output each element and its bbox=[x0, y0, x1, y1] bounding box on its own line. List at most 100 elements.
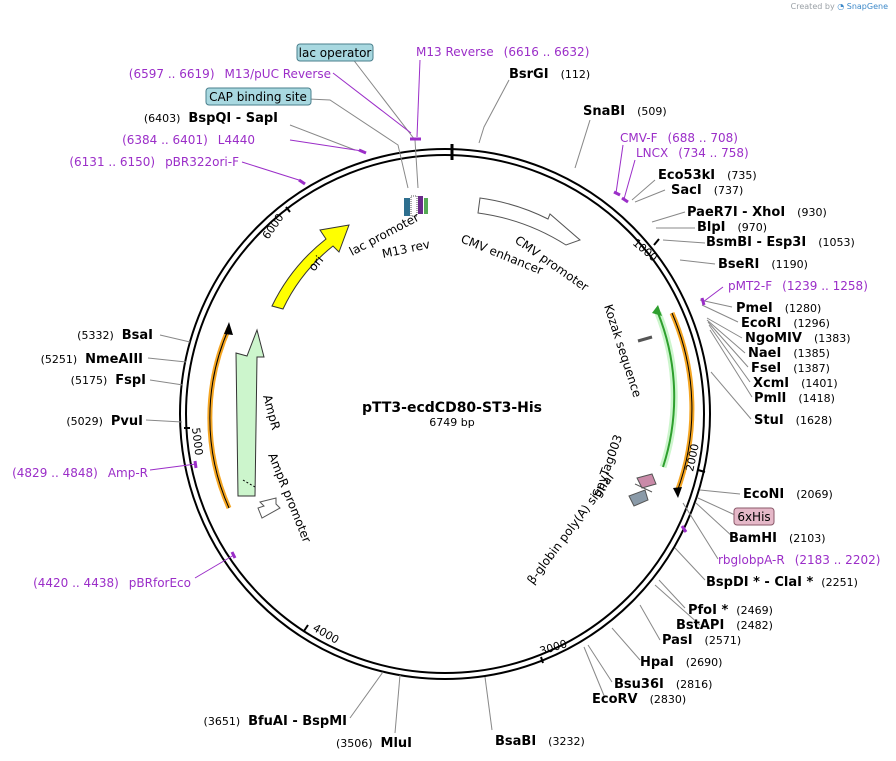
site-bsu36i: Bsu36I(2816) bbox=[614, 677, 712, 692]
site-beseri: BseRI(1190) bbox=[718, 257, 808, 272]
site-naei: NaeI(1385) bbox=[748, 346, 830, 361]
site-pvui: (5029)PvuI bbox=[66, 414, 143, 429]
site-nmeaiii: (5251)NmeAIII bbox=[41, 352, 143, 367]
primer-m13-reverse: M13 Reverse(6616 .. 6632) bbox=[416, 45, 589, 59]
ampr-arrow bbox=[235, 328, 265, 497]
primer-pmt2-f: pMT2-F(1239 .. 1258) bbox=[728, 279, 868, 293]
site-pmei: PmeI(1280) bbox=[736, 301, 821, 316]
site-bsai: (5332)BsaI bbox=[77, 328, 153, 343]
tick-2000-mark bbox=[697, 469, 706, 473]
site-mlui: (3506)MluI bbox=[336, 736, 412, 751]
leader-nmeaiii bbox=[147, 357, 187, 363]
leader-bsabi bbox=[484, 676, 493, 731]
leader-fsei bbox=[707, 321, 749, 368]
leader-pvui bbox=[145, 419, 183, 423]
primer-mark-ampr bbox=[193, 460, 198, 469]
tick-6000-mark bbox=[285, 206, 291, 213]
leader-ecori bbox=[701, 304, 739, 323]
site-clai: BspDI * - ClaI *(2251) bbox=[706, 575, 858, 590]
leader-eco53ki bbox=[631, 179, 656, 201]
leader-fspi bbox=[149, 379, 184, 386]
lac-operator-box bbox=[296, 43, 374, 62]
site-pmli: PmlI(1418) bbox=[754, 391, 835, 406]
primer-lncx: LNCX(734 .. 758) bbox=[636, 146, 749, 160]
leader-bfuai bbox=[349, 671, 384, 719]
leader-bstapi bbox=[654, 584, 701, 626]
snapgene-logo-icon: ◔ bbox=[837, 2, 845, 11]
tick-4000: 4000 bbox=[311, 621, 342, 646]
leader-m13reverse bbox=[416, 59, 421, 138]
site-ecorv: EcoRV(2830) bbox=[592, 692, 686, 707]
primer-l4440: (6384 .. 6401)L4440 bbox=[122, 133, 255, 147]
lac-operator-marker bbox=[410, 195, 418, 217]
leader-lncx bbox=[623, 159, 636, 200]
leader-pmei bbox=[699, 299, 733, 308]
leader-bsai bbox=[159, 334, 191, 343]
site-bsmbi: BsmBI - Esp3I(1053) bbox=[706, 235, 855, 250]
site-bamhi: BamHI(2103) bbox=[729, 531, 826, 546]
primer-leader-lines bbox=[149, 59, 724, 579]
snapgene-credit: Created by ◔ SnapGene bbox=[791, 2, 888, 11]
lac-promoter-marker bbox=[404, 198, 410, 216]
site-hpai: HpaI(2690) bbox=[640, 655, 722, 670]
site-pfoi: PfoI *(2469) bbox=[688, 603, 773, 618]
cds-green-feature bbox=[657, 312, 676, 468]
site-econi: EcoNI(2069) bbox=[743, 487, 833, 502]
primer-mark-pbr322 bbox=[298, 178, 306, 186]
leader-pmli bbox=[709, 329, 753, 398]
tick-4000-mark bbox=[303, 624, 309, 632]
ampr-promoter-label: AmpR promoter bbox=[265, 451, 314, 545]
leader-pasi bbox=[639, 604, 661, 641]
site-bstapi: BstAPI(2482) bbox=[676, 618, 773, 633]
site-xcmi: XcmI(1401) bbox=[753, 376, 838, 391]
leader-bsrgi bbox=[478, 79, 510, 144]
backbone-inner-ring bbox=[185, 154, 705, 674]
cmv-arrow bbox=[477, 197, 581, 246]
leader-xcmi bbox=[708, 324, 751, 383]
leader-bamhi bbox=[695, 502, 734, 538]
site-pasi: PasI(2571) bbox=[662, 633, 741, 648]
leader-cmvf bbox=[615, 144, 624, 194]
left-orange-arrowhead bbox=[224, 322, 233, 335]
right-orange-feature-outline bbox=[671, 312, 693, 493]
site-snabi: SnaBI(509) bbox=[583, 104, 667, 119]
tick-3000-mark bbox=[540, 656, 544, 664]
spytag-pointer bbox=[634, 483, 653, 493]
m13-rev-marker bbox=[418, 196, 423, 214]
leader-ngomiv bbox=[706, 317, 743, 339]
leader-rbglobpa bbox=[682, 502, 719, 560]
ampr-promoter-arrow bbox=[257, 497, 281, 519]
leader-snabi bbox=[574, 119, 591, 169]
plasmid-name: pTT3-ecdCD80-ST3-His bbox=[362, 400, 542, 416]
leader-mlui bbox=[394, 674, 401, 734]
leader-l4440 bbox=[289, 139, 363, 152]
primer-cmv-f: CMV-F(688 .. 708) bbox=[620, 131, 738, 145]
site-ngomiv: NgoMIV(1383) bbox=[745, 331, 851, 346]
leader-econi bbox=[699, 489, 741, 495]
polya-marker bbox=[628, 489, 649, 507]
leader-beseri bbox=[679, 259, 716, 265]
tick-1000-mark bbox=[653, 238, 660, 246]
ampr-label: AmpR bbox=[260, 393, 283, 431]
backbone-outer-ring bbox=[179, 148, 711, 680]
primer-mark-pbrforeco bbox=[230, 551, 237, 559]
ori-arrow bbox=[271, 224, 350, 310]
leader-hpai bbox=[611, 627, 641, 661]
polya-label: β-globin poly(A) signal bbox=[524, 471, 616, 587]
primer-pbrforeco: (4420 .. 4438)pBRforEco bbox=[33, 576, 191, 590]
tick-5000: 5000 bbox=[189, 427, 205, 456]
leader-sapi bbox=[289, 124, 356, 151]
primer-pbr322ori-f: (6131 .. 6150)pBR322ori-F bbox=[69, 155, 239, 169]
tick-2000: 2000 bbox=[683, 443, 702, 473]
primer-mark-cmvf bbox=[613, 190, 621, 197]
primer-m13-puc-reverse: (6597 .. 6619)M13/pUC Reverse bbox=[129, 67, 331, 81]
m13-rev-label: M13 rev bbox=[381, 237, 431, 261]
leader-6xhis bbox=[697, 497, 736, 516]
his-tag-label: 6xHis bbox=[737, 510, 770, 524]
site-saci: SacI(737) bbox=[671, 183, 743, 198]
site-ecori: EcoRI(1296) bbox=[741, 316, 830, 331]
leader-stui bbox=[710, 371, 752, 420]
leader-pfoi bbox=[658, 579, 686, 609]
leader-pmt2f bbox=[702, 286, 724, 303]
